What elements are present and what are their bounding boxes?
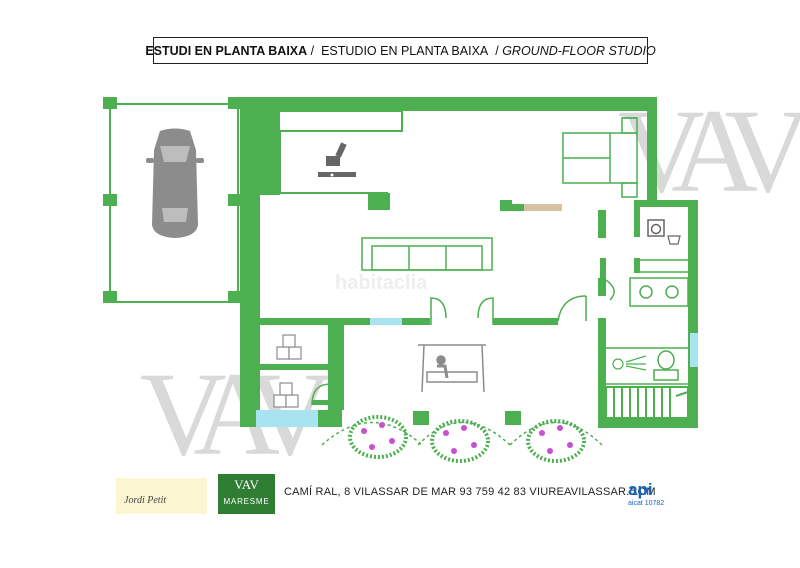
watermark-portal: habitaclia — [335, 272, 428, 294]
garden-plants-icon — [321, 415, 603, 463]
bathroom-window — [690, 333, 698, 367]
interior-walls — [260, 295, 587, 410]
stairs-icon — [605, 386, 689, 419]
title-catalan: ESTUDI EN PLANTA BAIXA — [145, 43, 308, 58]
parking-area — [103, 97, 242, 303]
title-spanish: ESTUDIO EN PLANTA BAIXA — [321, 43, 489, 58]
window — [370, 318, 402, 325]
storage-boxes-icon — [273, 334, 302, 408]
terrace-pillar — [505, 411, 521, 425]
agency-logo-text: MARESME — [223, 497, 270, 506]
title-sep: / — [495, 43, 499, 58]
agency-logo: VAV MARESME — [218, 474, 275, 514]
shower-icon — [612, 355, 647, 371]
toilet-icon — [653, 350, 679, 381]
api-license: aicat 10782 — [628, 500, 665, 507]
sofa-icon — [361, 237, 493, 271]
agency-logo-mark: VAV — [234, 477, 259, 492]
porch-swing-icon — [418, 344, 486, 393]
exterior-walls — [240, 97, 698, 428]
washing-machine-icon — [647, 219, 681, 245]
wall-stub — [500, 200, 512, 211]
kitchen-counter — [260, 110, 403, 210]
signature-logo — [116, 478, 207, 514]
wall-stub — [512, 204, 524, 211]
kitchen-appliance-icon — [318, 142, 356, 177]
contact-info: CAMÍ RAL, 8 VILASSAR DE MAR 93 759 42 83… — [284, 486, 656, 498]
laundry-room — [600, 207, 688, 278]
title-english: GROUND-FLOOR STUDIO — [502, 43, 656, 58]
signature-text: Jordi Petit — [124, 495, 167, 506]
api-logo: api — [628, 480, 653, 499]
title-sep: / — [310, 43, 315, 58]
terrace-pillar — [413, 411, 429, 425]
plan-title: ESTUDI EN PLANTA BAIXA / ESTUDIO EN PLAN… — [145, 37, 656, 64]
car-icon — [146, 128, 204, 238]
wall-stub — [598, 210, 606, 238]
bathroom — [598, 277, 698, 428]
bed-icon — [562, 117, 638, 198]
window — [256, 410, 318, 427]
terrace-pillar — [320, 410, 342, 427]
bedroom-door — [524, 204, 562, 211]
